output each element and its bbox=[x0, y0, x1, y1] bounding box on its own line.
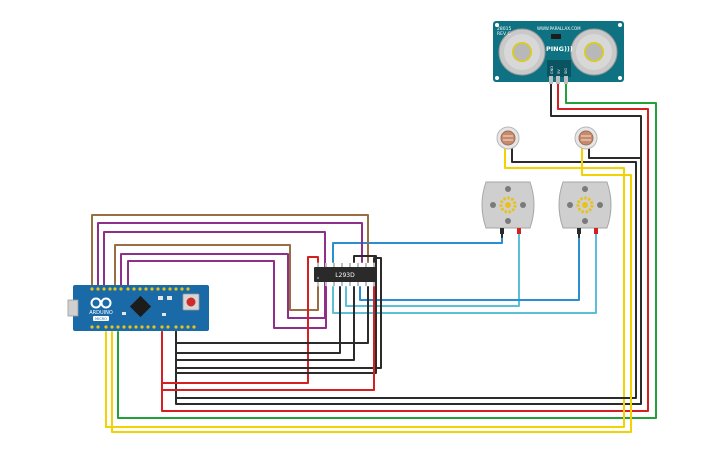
ping-pin-gnd-label: GND bbox=[550, 66, 554, 74]
wire-motor1-b[interactable] bbox=[345, 231, 520, 307]
ping-pin-5v-label: 5V bbox=[557, 69, 561, 74]
l293d-motor-driver[interactable]: L293D bbox=[314, 263, 376, 286]
photoresistor-2[interactable] bbox=[574, 126, 598, 150]
ping-pin-header bbox=[547, 60, 571, 77]
ping-website-label: WWW.PARALLAX.COM bbox=[537, 26, 581, 31]
dc-motor-2[interactable] bbox=[558, 181, 612, 234]
ping-name-label: PING))) bbox=[546, 45, 573, 53]
arduino-model-label: MICRO bbox=[95, 317, 107, 321]
wire-l293-black-3[interactable] bbox=[175, 286, 369, 344]
wire-motor2-a[interactable] bbox=[359, 231, 580, 301]
ping-model-label: 28015 bbox=[497, 26, 511, 32]
wire-motor2-b[interactable] bbox=[332, 231, 597, 314]
header-pins-bottom bbox=[90, 325, 196, 329]
wires bbox=[91, 82, 657, 433]
arduino-infinity-logo bbox=[90, 297, 112, 309]
ping-pin-sig-label: SIG bbox=[564, 68, 568, 74]
l293d-label: L293D bbox=[335, 272, 355, 279]
ping-revision-label: REV C bbox=[497, 31, 511, 37]
ping-ultrasonic-sensor[interactable]: 28015 REV C WWW.PARALLAX.COM PING))) GND… bbox=[493, 21, 624, 84]
arduino-micro-board[interactable]: ARDUINO MICRO bbox=[67, 285, 209, 331]
wire-purple-mid[interactable] bbox=[103, 231, 326, 319]
usb-port bbox=[67, 299, 79, 317]
wire-l293-black-2[interactable] bbox=[175, 286, 355, 361]
wire-ldr1-signal[interactable] bbox=[105, 147, 625, 428]
photoresistor-1[interactable] bbox=[496, 126, 520, 150]
wire-ping-sig[interactable] bbox=[117, 82, 657, 419]
wire-l293-black-5[interactable] bbox=[175, 255, 377, 374]
wire-l293-red-1[interactable] bbox=[161, 256, 319, 384]
wire-purple-outer[interactable] bbox=[97, 222, 363, 286]
ping-chip bbox=[551, 34, 561, 39]
reset-button[interactable] bbox=[182, 293, 200, 311]
wire-ping-5v[interactable] bbox=[161, 82, 649, 412]
wire-motor1-a[interactable] bbox=[332, 231, 503, 263]
header-pins-top bbox=[90, 287, 190, 291]
wire-purple-inner[interactable] bbox=[127, 260, 327, 329]
wire-ldr2-gnd[interactable] bbox=[588, 147, 642, 399]
motor-2-shaft-gear bbox=[576, 196, 594, 214]
wire-ldr2-signal[interactable] bbox=[111, 147, 632, 433]
dc-motor-1[interactable] bbox=[481, 181, 535, 234]
ping-transducer-left bbox=[498, 28, 546, 76]
wire-brown-outer[interactable] bbox=[91, 214, 369, 286]
wire-brown-mid[interactable] bbox=[114, 244, 319, 311]
ping-transducer-right bbox=[570, 28, 618, 76]
wire-l293-black-4[interactable] bbox=[175, 257, 382, 369]
motor-1-shaft-gear bbox=[499, 196, 517, 214]
arduino-brand-label: ARDUINO bbox=[89, 310, 113, 316]
wire-l293-red-2[interactable] bbox=[161, 286, 375, 391]
wire-ldr1-gnd[interactable] bbox=[175, 147, 637, 399]
